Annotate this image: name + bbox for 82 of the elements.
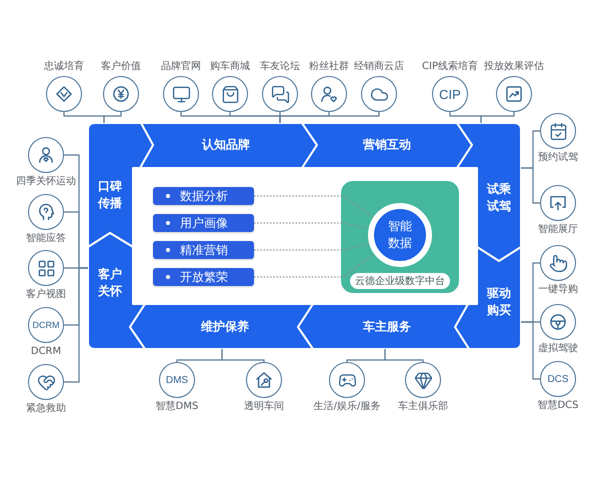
dotted-connector bbox=[254, 242, 370, 251]
connector-line bbox=[64, 267, 88, 383]
monitor-icon bbox=[163, 76, 199, 112]
chevron-segment bbox=[88, 233, 145, 349]
pill-label: 用户画像 bbox=[180, 216, 228, 230]
dotted-connector bbox=[254, 195, 374, 218]
steering-wheel-icon bbox=[540, 304, 576, 340]
icon-caption: 忠诚培育 bbox=[44, 61, 84, 73]
connector-line bbox=[480, 112, 515, 123]
segment-label: 客户关怀 bbox=[97, 266, 123, 300]
connector-line bbox=[521, 321, 540, 380]
icon-caption: 粉丝社群 bbox=[309, 61, 349, 73]
chart-up-icon bbox=[496, 76, 532, 112]
connector-line bbox=[521, 167, 540, 204]
segment-label: 车主服务 bbox=[363, 318, 411, 336]
connector-line bbox=[384, 349, 424, 362]
segment-label: 口碑传播 bbox=[97, 178, 123, 212]
segment-label: 维护保养 bbox=[201, 318, 249, 336]
icon-caption: 车友论坛 bbox=[260, 61, 300, 73]
dotted-connector bbox=[254, 222, 369, 229]
pill-label: 精准营销 bbox=[180, 243, 228, 257]
chevron-segment bbox=[302, 123, 472, 168]
icon-caption: 虚拟驾驶 bbox=[538, 343, 578, 355]
yen-coin-icon bbox=[103, 76, 139, 112]
chevron-segment bbox=[298, 304, 469, 349]
icon-caption: 四季关怀运动 bbox=[16, 176, 76, 188]
icon-caption: 购车商城 bbox=[210, 61, 250, 73]
icon-caption: 智能应答 bbox=[26, 233, 66, 245]
icon-caption: DCRM bbox=[30, 346, 62, 358]
chevron-segment bbox=[455, 247, 521, 349]
icon-caption: 车主俱乐部 bbox=[398, 401, 448, 413]
feature-pill bbox=[153, 241, 254, 259]
system-circle: DMS bbox=[159, 362, 195, 398]
gem-icon bbox=[405, 362, 441, 398]
icon-caption: 预约试驾 bbox=[538, 152, 578, 164]
icon-caption: 客户视图 bbox=[26, 289, 66, 301]
icon-caption: 一键导购 bbox=[538, 284, 578, 296]
system-circle: CIP bbox=[432, 76, 468, 112]
gamepad-icon bbox=[329, 362, 365, 398]
pill-label: 数据分析 bbox=[180, 189, 228, 203]
icon-caption: 智能展厅 bbox=[538, 224, 578, 236]
shopping-bag-icon bbox=[212, 76, 248, 112]
pill-label: 开放繁荣 bbox=[180, 270, 228, 284]
segment-label: 试乘试驾 bbox=[486, 181, 512, 215]
segment-label: 驱动购买 bbox=[486, 285, 512, 319]
dotted-connector bbox=[254, 254, 375, 278]
feature-pill bbox=[153, 268, 254, 286]
icon-caption: 客户价值 bbox=[101, 61, 141, 73]
segment-label: 认知品牌 bbox=[202, 136, 250, 154]
chat-bubbles-icon bbox=[262, 76, 298, 112]
icon-caption: 品牌官网 bbox=[161, 61, 201, 73]
chevron-segment bbox=[140, 123, 317, 168]
icon-caption: 经销商云店 bbox=[354, 61, 404, 73]
core-label: 智能数据 bbox=[387, 218, 413, 252]
icon-caption: 透明车间 bbox=[244, 401, 284, 413]
icon-caption: 智慧DMS bbox=[156, 401, 198, 413]
feature-pill bbox=[153, 187, 254, 205]
icon-caption: 紧急救助 bbox=[26, 403, 66, 415]
cloud-icon bbox=[361, 76, 397, 112]
feature-pill bbox=[153, 214, 254, 232]
house-wrench-icon bbox=[246, 362, 282, 398]
calendar-check-icon bbox=[540, 113, 576, 149]
platform-tag: 云德企业级数字中台 bbox=[350, 273, 450, 289]
icon-caption: CIP线索培育 bbox=[422, 61, 478, 73]
icon-caption: 智慧DCS bbox=[537, 400, 579, 412]
chevron-segment bbox=[457, 123, 521, 261]
person-icon bbox=[28, 137, 64, 173]
icon-caption: 投放效果评估 bbox=[484, 61, 544, 73]
icon-caption: 生活/娱乐/服务 bbox=[314, 401, 380, 413]
connector-line bbox=[103, 112, 122, 123]
chevron-segment bbox=[130, 304, 313, 349]
chevron-segment bbox=[88, 123, 153, 247]
platform-panel bbox=[341, 181, 459, 293]
head-icon bbox=[28, 194, 64, 230]
connector-line bbox=[221, 349, 265, 362]
system-circle: DCS bbox=[540, 361, 576, 397]
grid-icon bbox=[28, 250, 64, 286]
connector-line bbox=[279, 112, 380, 123]
tap-hand-icon bbox=[540, 245, 576, 281]
segment-label: 营销互动 bbox=[363, 136, 411, 154]
screen-upload-icon bbox=[540, 185, 576, 221]
system-circle: DCRM bbox=[28, 307, 64, 343]
